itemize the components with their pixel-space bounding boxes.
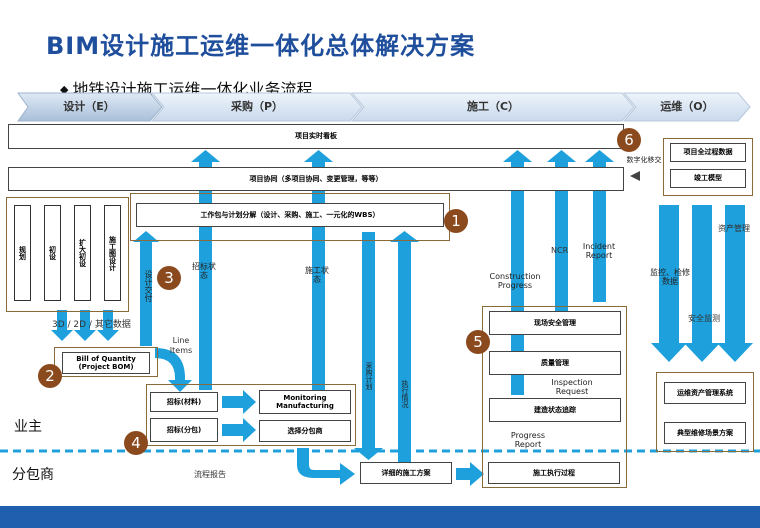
arrow-down-om-1 [651,205,687,362]
phase-om: 运维（O） [660,100,714,113]
arrow-up-design-handover [133,231,159,346]
phase-chevron-construction [350,92,635,122]
phase-chevron-procurement [150,92,363,122]
arrow-down-procurement-plan [354,232,383,460]
construction-status-label: 施工状态 [305,266,329,285]
footer-bar [0,506,760,528]
wbs-bar: 工作包与计划分解（设计、采购、施工、一元化的WBS） [136,203,444,227]
phase-procurement: 采购（P） [230,100,284,113]
phase-chevron-om [622,92,751,122]
design-box-planning: 规划 [14,205,31,301]
flow-report-label: 流程报告 [194,470,226,479]
design-box-preliminary: 初设 [44,205,61,301]
dashboard-bar: 项目实时看板 [8,124,624,149]
digital-handover-label: 数字化移交 [626,156,662,164]
step-circle-3: 3 [157,266,181,290]
bid-material-box: 招标(材料) [150,392,218,412]
boq-frame [54,347,158,377]
inspection-request-label: Inspection Request [551,378,593,397]
execution-status-label: 执行情况 [401,380,409,408]
diamond-bullet-icon: ◆ [60,83,69,96]
phase-design: 设计（E） [63,100,115,113]
progress-report-label: Progress Report [510,431,546,450]
arrow-up-execution-status [390,231,419,462]
asset-management-label: 资产管理 [718,224,750,233]
arrow-up-incident [585,150,614,302]
bid-subcontract-box: 招标(分包) [150,418,218,442]
page-title: BIM设计施工运维一体化总体解决方案 [46,32,476,60]
arrow-up-construction-progress [503,150,532,395]
full-process-data-box: 项目全过程数据 [670,143,746,162]
maintenance-scenario-box: 典型维修场景方案 [664,422,746,444]
status-tracking-box: 建造状态追踪 [489,398,621,422]
om-bottom-frame [656,372,754,452]
design-handover-label: 设计交付 [144,270,153,302]
boq-box: Bill of Quantity (Project BOM) [62,352,150,374]
procurement-plan-label: 采购计划 [365,362,373,390]
step-circle-5: 5 [466,330,490,354]
arrow-up-construction-status [304,150,333,390]
line-items-label: Line Items [169,336,193,355]
design-output-label: 3D / 2D / 其它数据 [52,320,131,330]
arrow-to-detailed-plan [297,448,355,485]
monitoring-box: Monitoring Manufacturing [259,390,351,414]
om-top-frame [663,138,753,196]
arrow-down-design-3 [97,310,119,341]
step-circle-2: 2 [38,364,62,388]
detailed-plan-box: 详细的施工方案 [360,462,452,484]
quality-box: 质量管理 [489,351,621,375]
as-built-model-box: 竣工模型 [670,169,746,188]
ncr-label: NCR [551,246,569,255]
construction-progress-label: Construction Progress [489,272,541,291]
incident-report-label: Incident Report [582,242,616,261]
bid-status-label: 招标状态 [192,262,216,281]
select-subcontractor-box: 选择分包商 [259,420,351,442]
arrow-up-ncr [547,150,576,312]
arrow-collab-to-om [630,171,640,181]
arrow-right-subcontract [222,418,256,442]
subcontractor-zone-label: 分包商 [12,467,54,483]
step-circle-1: 1 [444,209,468,233]
step-circle-6: 6 [617,128,641,152]
procurement-frame [146,384,356,446]
arrow-right-monitoring [222,390,256,414]
design-box-construction-drawing: 施工图设计 [104,205,121,301]
arrow-down-om-2 [684,205,720,362]
arrow-up-bid-status [191,150,220,390]
owner-zone-label: 业主 [14,419,42,435]
execution-process-box: 施工执行过程 [488,462,620,484]
design-box-extended: 扩大初设 [74,205,91,301]
phase-construction: 施工（C） [466,100,520,113]
safety-monitor-label: 安全监测 [688,314,720,323]
design-frame [6,197,129,312]
arrow-down-om-3 [717,205,753,362]
arrow-line-items [155,348,192,392]
site-safety-box: 现场安全管理 [489,311,621,335]
collaboration-bar: 项目协同（多项目协同、变更管理，等等） [8,167,624,191]
step-circle-4: 4 [124,431,148,455]
arrow-down-design-2 [74,310,96,341]
asset-system-box: 运维资产管理系统 [664,382,746,404]
monitor-inspect-label: 监控、检修数据 [650,268,690,287]
arrow-down-design-1 [51,310,73,341]
arrow-right-execution [456,462,484,486]
phase-chevron-design [17,92,163,122]
construction-frame [482,306,627,488]
